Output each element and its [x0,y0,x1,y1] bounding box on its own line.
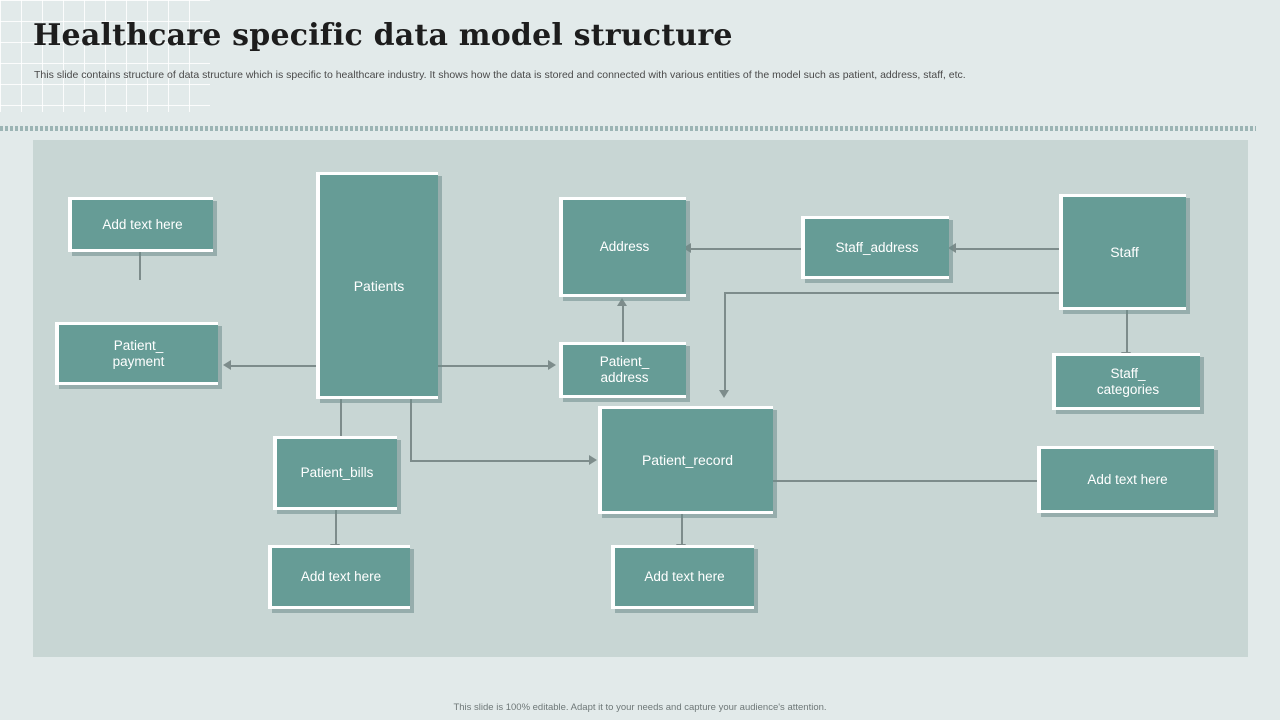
node-staff-address[interactable]: Staff_address [801,216,949,279]
connector-staff-to-staffaddress [953,248,1063,250]
arrowhead-staff-to-staffaddress [948,243,956,253]
node-add-text-right[interactable]: Add text here [1037,446,1214,513]
connector-patients-to-record-h [410,460,591,462]
node-patient-record[interactable]: Patient_record [598,406,773,514]
arrowhead-patients-to-payment [223,360,231,370]
connector-staff-to-record-h [724,292,1064,294]
header-divider [0,126,1256,131]
page-subtitle: This slide contains structure of data st… [34,69,966,81]
footer-note: This slide is 100% editable. Adapt it to… [453,702,827,713]
node-staff-categories[interactable]: Staff_ categories [1052,353,1200,410]
connector-record-to-addtext-right [773,480,1043,482]
node-address[interactable]: Address [559,197,686,297]
arrowhead-patients-to-record [589,455,597,465]
node-add-text-bills[interactable]: Add text here [268,545,410,609]
arrowhead-staffaddress-to-address [683,243,691,253]
page-title: Healthcare specific data model structure [33,18,733,53]
connector-staff-to-categories [1126,310,1128,354]
connector-payment-to-addtext [139,228,141,280]
node-patient-bills[interactable]: Patient_bills [273,436,397,510]
connector-staff-to-record-v [724,292,726,392]
connector-patients-to-payment [229,365,319,367]
connector-patients-to-patientaddress [438,365,548,367]
node-patient-payment[interactable]: Patient_ payment [55,322,218,385]
connector-patientaddress-to-address [622,305,624,345]
node-patient-address[interactable]: Patient_ address [559,342,686,398]
arrowhead-patientaddress-to-address [617,298,627,306]
node-patients[interactable]: Patients [316,172,438,399]
arrowhead-staff-to-record [719,390,729,398]
node-add-text-record[interactable]: Add text here [611,545,754,609]
arrowhead-patients-to-patientaddress [548,360,556,370]
connector-record-to-addtext [681,514,683,546]
diagram-canvas: Add text here Patient_ payment Patients … [33,140,1248,657]
connector-bills-to-addtext [335,510,337,546]
connector-patients-to-record-v [410,398,412,462]
decorative-grid [0,0,210,112]
connector-patients-to-bills [340,398,342,438]
connector-staffaddress-to-address [688,248,801,250]
node-add-text-top-left[interactable]: Add text here [68,197,213,252]
node-staff[interactable]: Staff [1059,194,1186,310]
